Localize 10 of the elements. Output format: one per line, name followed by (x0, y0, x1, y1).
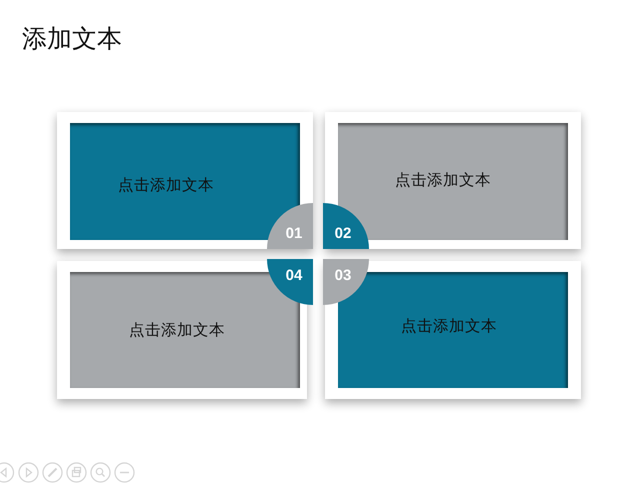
panel-text: 点击添加文本 (129, 320, 225, 340)
step-number: 04 (286, 267, 302, 285)
panel-text: 点击添加文本 (395, 170, 491, 190)
panel-text: 点击添加文本 (118, 175, 214, 195)
step-number: 03 (334, 267, 352, 285)
panel-text: 点击添加文本 (401, 316, 497, 336)
step-number: 01 (286, 225, 302, 243)
text-panel (70, 123, 300, 240)
step-number: 02 (334, 225, 352, 243)
title: 添加文本 (22, 24, 122, 54)
